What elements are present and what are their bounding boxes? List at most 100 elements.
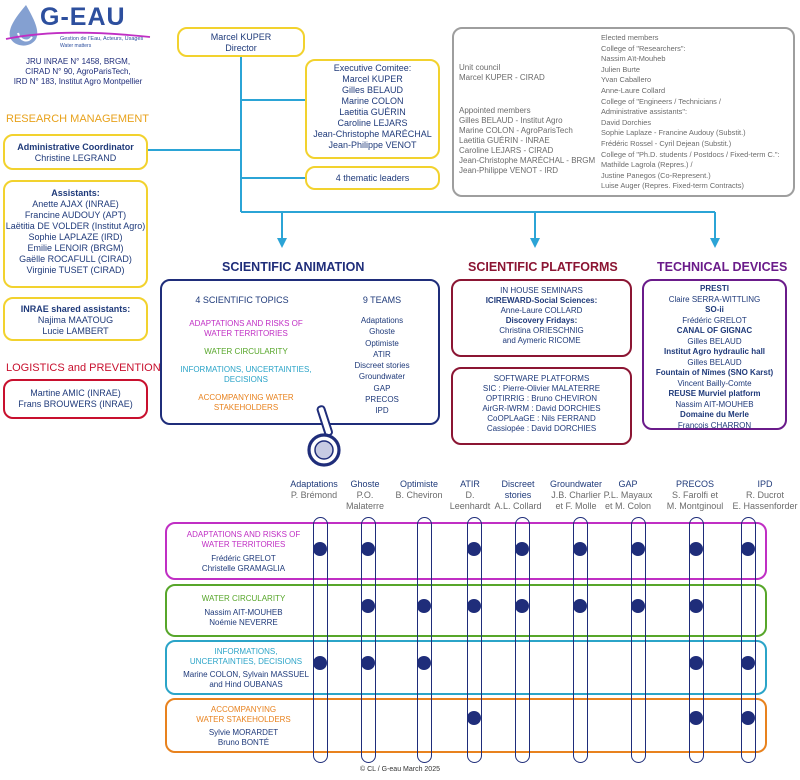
team-header-gap: GAP P.L. Mayaux et M. Colon (600, 479, 656, 512)
team-name: ATIR (373, 349, 391, 359)
band-topic-line: WATER CIRCULARITY (201, 594, 286, 603)
device-line: Domaine du Merle (680, 410, 749, 419)
band-topic-leader: Sylvie MORARDET (208, 728, 279, 737)
appointed-member: Caroline LEJARS - CIRAD (459, 146, 554, 155)
device-line: Frédéric GRELOT (682, 315, 747, 325)
executive-member: Caroline LEJARS (337, 118, 408, 128)
executive-member: Laetitia GUÉRIN (339, 107, 406, 117)
assistant-name: Laëtitia DE VOLDER (Institut Agro) (5, 221, 146, 231)
logistics-name: Martine AMIC (INRAE) (30, 388, 121, 398)
software-line: SIC : Pierre-Olivier MALATERRE (482, 384, 601, 393)
team-header-name: Groundwater (549, 479, 603, 489)
device-line: CANAL OF GIGNAC (676, 326, 753, 335)
topic-accompanying: ACCOMPANYING WATER STAKEHOLDERS (198, 393, 294, 412)
team-name: Adaptations (360, 316, 404, 325)
band-topic-name: ADAPTATIONS AND RISKS OF WATER TERRITORI… (171, 530, 316, 550)
in-house-seminars-box: IN HOUSE SEMINARS ICIREWARD-Social Scien… (451, 279, 632, 357)
band-topic-leader: Noémie NEVERRE (209, 618, 278, 627)
software-line: AirGR-IWRM : David DORCHIES (482, 404, 601, 413)
band-topic-leader: Christelle GRAMAGLIA (201, 564, 286, 573)
logo-subtag: Water matters (60, 43, 92, 49)
topic-band-informations: INFORMATIONS, UNCERTAINTIES, DECISIONS M… (165, 640, 767, 695)
software-line: Cassiopée : David DORCHIES (486, 424, 597, 433)
director-name: Marcel KUPER (210, 32, 272, 42)
elected-line: Elected members (601, 33, 659, 42)
device-line: REUSE Murviel platform (668, 389, 761, 398)
team-header-name: IPD (757, 479, 773, 489)
elected-line: Sophie Laplaze - Francine Audouy (Substi… (601, 128, 746, 138)
teams-list: Adaptations Ghoste Optimiste ATIR Discre… (332, 315, 432, 417)
seminar-line: ICIREWARD-Social Sciences: (485, 296, 598, 305)
team-header-ipd: IPD R. Ducrot E. Hassenforder (730, 479, 800, 512)
device-line: SO-ii (705, 305, 724, 314)
thematic-leaders-box: 4 thematic leaders (305, 166, 440, 190)
topic-water-circularity: WATER CIRCULARITY (204, 347, 288, 356)
elected-line: David Dorchies (601, 117, 652, 127)
team-name: IPD (375, 406, 389, 416)
device-line: Vincent Bailly-Comte (677, 378, 752, 388)
team-header-discreet-stories: Discreet stories A.L. Collard (488, 479, 548, 512)
team-header-name: ATIR (460, 479, 480, 489)
device-line: Fountain of Nîmes (SNO Karst) (655, 368, 774, 377)
band-topic-leader: Frédéric GRELOT (211, 554, 276, 563)
footer-credit: © CL / G-eau March 2025 (360, 766, 440, 773)
affiliation-line: IRD N° 183, Institut Agro Montpellier (13, 77, 143, 86)
band-topic-name: INFORMATIONS, UNCERTAINTIES, DECISIONS (171, 647, 321, 667)
band-topic-name: WATER CIRCULARITY (171, 594, 316, 604)
elected-line: College of "Researchers": (601, 43, 686, 53)
team-header-leader: Leenhardt (449, 501, 491, 511)
shared-assistant-name: Najima MAATOUG (37, 315, 114, 325)
team-header-leader: M. Montginoul (666, 501, 724, 511)
team-header-optimiste: Optimiste B. Cheviron (384, 479, 454, 501)
scientific-animation-title: SCIENTIFIC ANIMATION (222, 260, 365, 274)
elected-line: College of "Engineers / Technicians / (601, 96, 721, 106)
research-management-title: RESEARCH MANAGEMENT (6, 113, 150, 125)
team-header-groundwater: Groundwater J.B. Charlier et F. Molle (543, 479, 609, 512)
logo-name: G-EAU (40, 3, 126, 31)
band-topic-leader: Marine COLON, Sylvain MASSUEL (183, 670, 309, 679)
topics-title: 4 SCIENTIFIC TOPICS (195, 295, 289, 305)
unit-council-label: Unit council (459, 63, 501, 72)
software-line: OPTIRRIG : Bruno CHEVIRON (485, 394, 598, 403)
seminar-line: Discovery Fridays: (505, 316, 578, 325)
logo-swoosh (5, 31, 151, 40)
affiliation: JRU INRAE N° 1458, BRGM, CIRAD N° 90, Ag… (2, 57, 154, 87)
topic-band-water-circularity: WATER CIRCULARITY Nassim AIT-MOUHEB Noém… (165, 584, 767, 637)
unit-council-name: Marcel KUPER - CIRAD (459, 73, 545, 82)
elected-line: Justine Panegos (Co-Represent.) (601, 170, 711, 180)
band-topic-line: WATER TERRITORIES (201, 540, 286, 549)
technical-devices-box: PRESTI Claire SERRA-WITTLING SO-ii Frédé… (642, 279, 787, 430)
executive-title: Executive Comitee: (333, 63, 412, 73)
seminar-line: Christina ORIESCHNIG (499, 326, 584, 335)
team-name: Discreet stories (354, 361, 410, 371)
shared-assistants-box: INRAE shared assistants: Najima MAATOUG … (3, 297, 148, 341)
band-topic-leader: Bruno BONTÉ (217, 738, 270, 747)
topic-adaptations: ADAPTATIONS AND RISKS OF WATER TERRITORI… (189, 319, 303, 338)
team-header-ghoste: Ghoste P.O. Malaterre (330, 479, 400, 512)
elected-line: Yvan Caballero (601, 75, 652, 85)
band-topic-leader: and Hind OUBANAS (209, 680, 283, 689)
magnifier-icon (307, 405, 341, 467)
logo: G-EAU Gestion de l'Eau, Acteurs, Usages … (4, 3, 154, 51)
appointed-title: Appointed members (459, 106, 531, 115)
unit-council-box: Unit council Marcel KUPER - CIRAD Appoin… (452, 27, 795, 197)
team-header-leader: D. (465, 490, 475, 500)
executive-member: Jean-Christophe MARÉCHAL (313, 129, 432, 139)
band-topic-line: INFORMATIONS, (214, 647, 278, 656)
executive-member: Marine COLON (341, 96, 404, 106)
device-line: Gilles BELAUD (687, 336, 742, 346)
device-line: Nassim AIT-MOUHEB (675, 399, 754, 409)
elected-line: Anne-Laure Collard (601, 85, 666, 95)
shared-assistant-name: Lucie LAMBERT (42, 326, 109, 336)
appointed-members: Appointed members Gilles BELAUD - Instit… (459, 106, 595, 176)
team-header-leader: P. Brémond (290, 490, 338, 500)
scientific-animation-box: 4 SCIENTIFIC TOPICS ADAPTATIONS AND RISK… (160, 279, 440, 425)
elected-line: Julien Burte (601, 64, 641, 74)
band-topic-line: ADAPTATIONS AND RISKS OF (186, 530, 301, 539)
thematic-leaders: 4 thematic leaders (335, 173, 410, 183)
team-header-leader: R. Ducrot (745, 490, 784, 500)
band-topic-line: ACCOMPANYING (210, 705, 277, 714)
director-role: Director (225, 43, 257, 53)
admin-coordinator-box: Administrative Coordinator Christine LEG… (3, 134, 148, 170)
band-topic-leaders: Sylvie MORARDET Bruno BONTÉ (171, 728, 316, 748)
